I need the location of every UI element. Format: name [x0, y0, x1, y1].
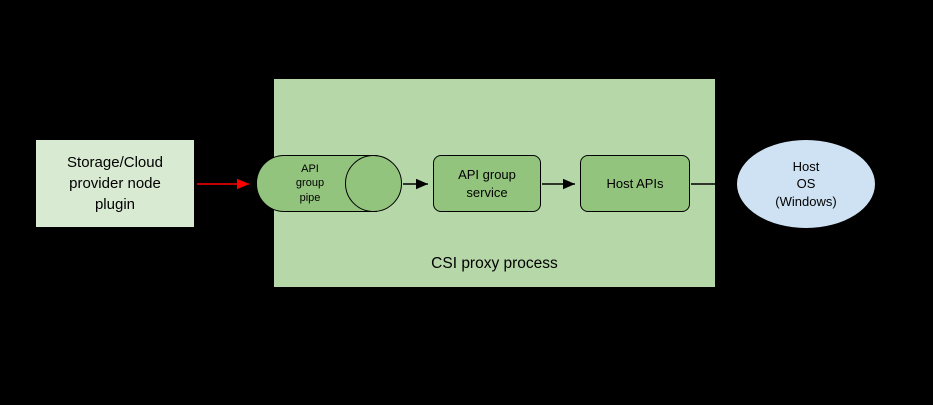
storage-plugin-label: Storage/Cloud provider node plugin [67, 154, 163, 213]
node-api-group-service: API group service [433, 155, 541, 212]
host-os-label: Host OS (Windows) [775, 158, 837, 209]
host-apis-label: Host APIs [606, 176, 664, 191]
node-host-apis: Host APIs [580, 155, 690, 212]
node-storage-plugin: Storage/Cloud provider node plugin [35, 139, 195, 228]
api-group-pipe-label: API group pipe [295, 163, 325, 204]
csi-proxy-process-label: CSI proxy process [431, 255, 558, 272]
api-group-pipe-end-ellipse [345, 155, 402, 212]
api-group-service-label: API group service [458, 166, 516, 200]
node-host-os: Host OS (Windows) [736, 139, 876, 229]
